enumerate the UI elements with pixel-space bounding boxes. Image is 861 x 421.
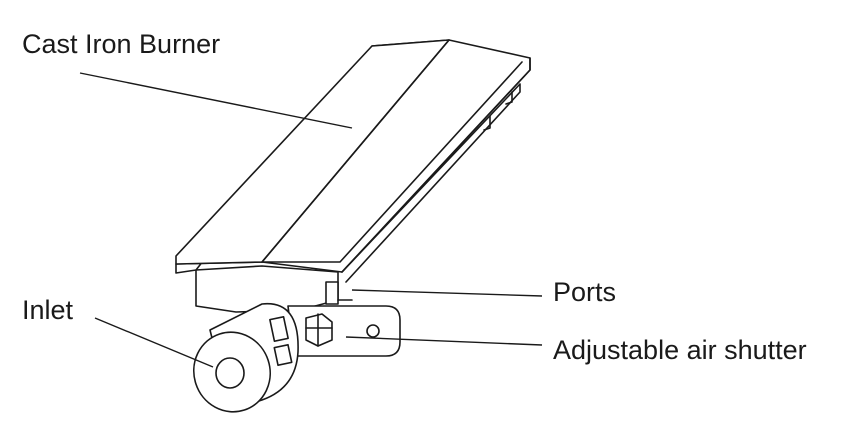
leader-burner: [79, 72, 353, 129]
label-adjustable-air-shutter: Adjustable air shutter: [553, 335, 807, 365]
air-shutter-shape: [287, 305, 401, 357]
label-ports: Ports: [553, 277, 617, 307]
label-inlet: Inlet: [22, 295, 74, 325]
leader-ports: [351, 289, 543, 297]
leader-inlet: [94, 317, 214, 368]
inlet-shape: [193, 303, 299, 413]
label-cast-iron-burner: Cast Iron Burner: [22, 29, 221, 59]
cast-iron-burner-shape: [175, 39, 531, 313]
leader-shutter: [345, 336, 543, 346]
